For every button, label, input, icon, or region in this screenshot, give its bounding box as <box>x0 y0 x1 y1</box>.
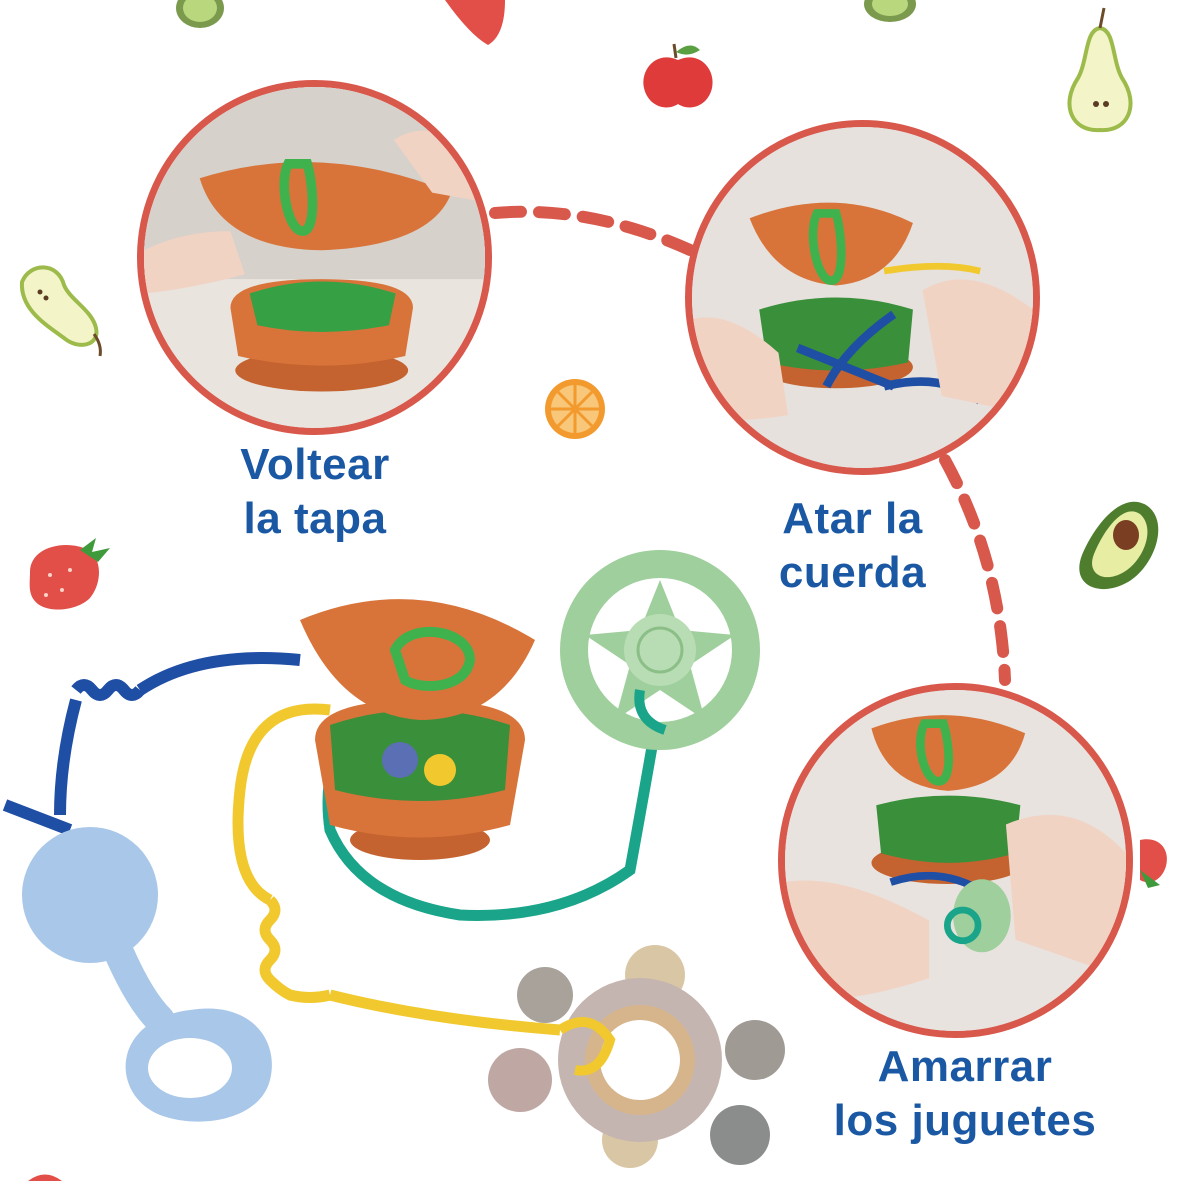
green-teether-toy <box>560 550 760 750</box>
step-2-label-line-1: Atar la <box>782 494 923 543</box>
step-3-photo <box>778 683 1133 1038</box>
apple-icon <box>643 43 713 108</box>
strawberry-icon <box>29 538 110 610</box>
step-1-label: Voltear la tapa <box>200 438 430 546</box>
strawberry-icon <box>445 0 505 45</box>
step-1-label-line-2: la tapa <box>243 494 387 543</box>
step-2-photo <box>685 120 1040 475</box>
step-3-label-line-2: los juguetes <box>833 1096 1097 1145</box>
avocado-icon <box>1079 501 1159 590</box>
step-3-label: Amarrar los juguetes <box>820 1040 1110 1148</box>
blue-rattle-toy <box>22 827 272 1122</box>
step-1-label-line-1: Voltear <box>240 440 390 489</box>
kiwi-icon <box>864 0 916 22</box>
step-2-label: Atar la cuerda <box>745 492 960 600</box>
orange-slice-icon <box>545 379 605 439</box>
kiwi-icon <box>176 0 224 28</box>
strawberry-icon <box>1140 839 1167 888</box>
step-1-photo <box>137 80 492 435</box>
step-3-label-line-1: Amarrar <box>877 1042 1053 1091</box>
pumpkin-toy <box>300 599 535 860</box>
ring-teether-toy <box>488 945 785 1168</box>
pear-icon <box>1067 7 1133 133</box>
step-2-label-line-2: cuerda <box>778 548 927 597</box>
pear-icon <box>19 265 102 357</box>
